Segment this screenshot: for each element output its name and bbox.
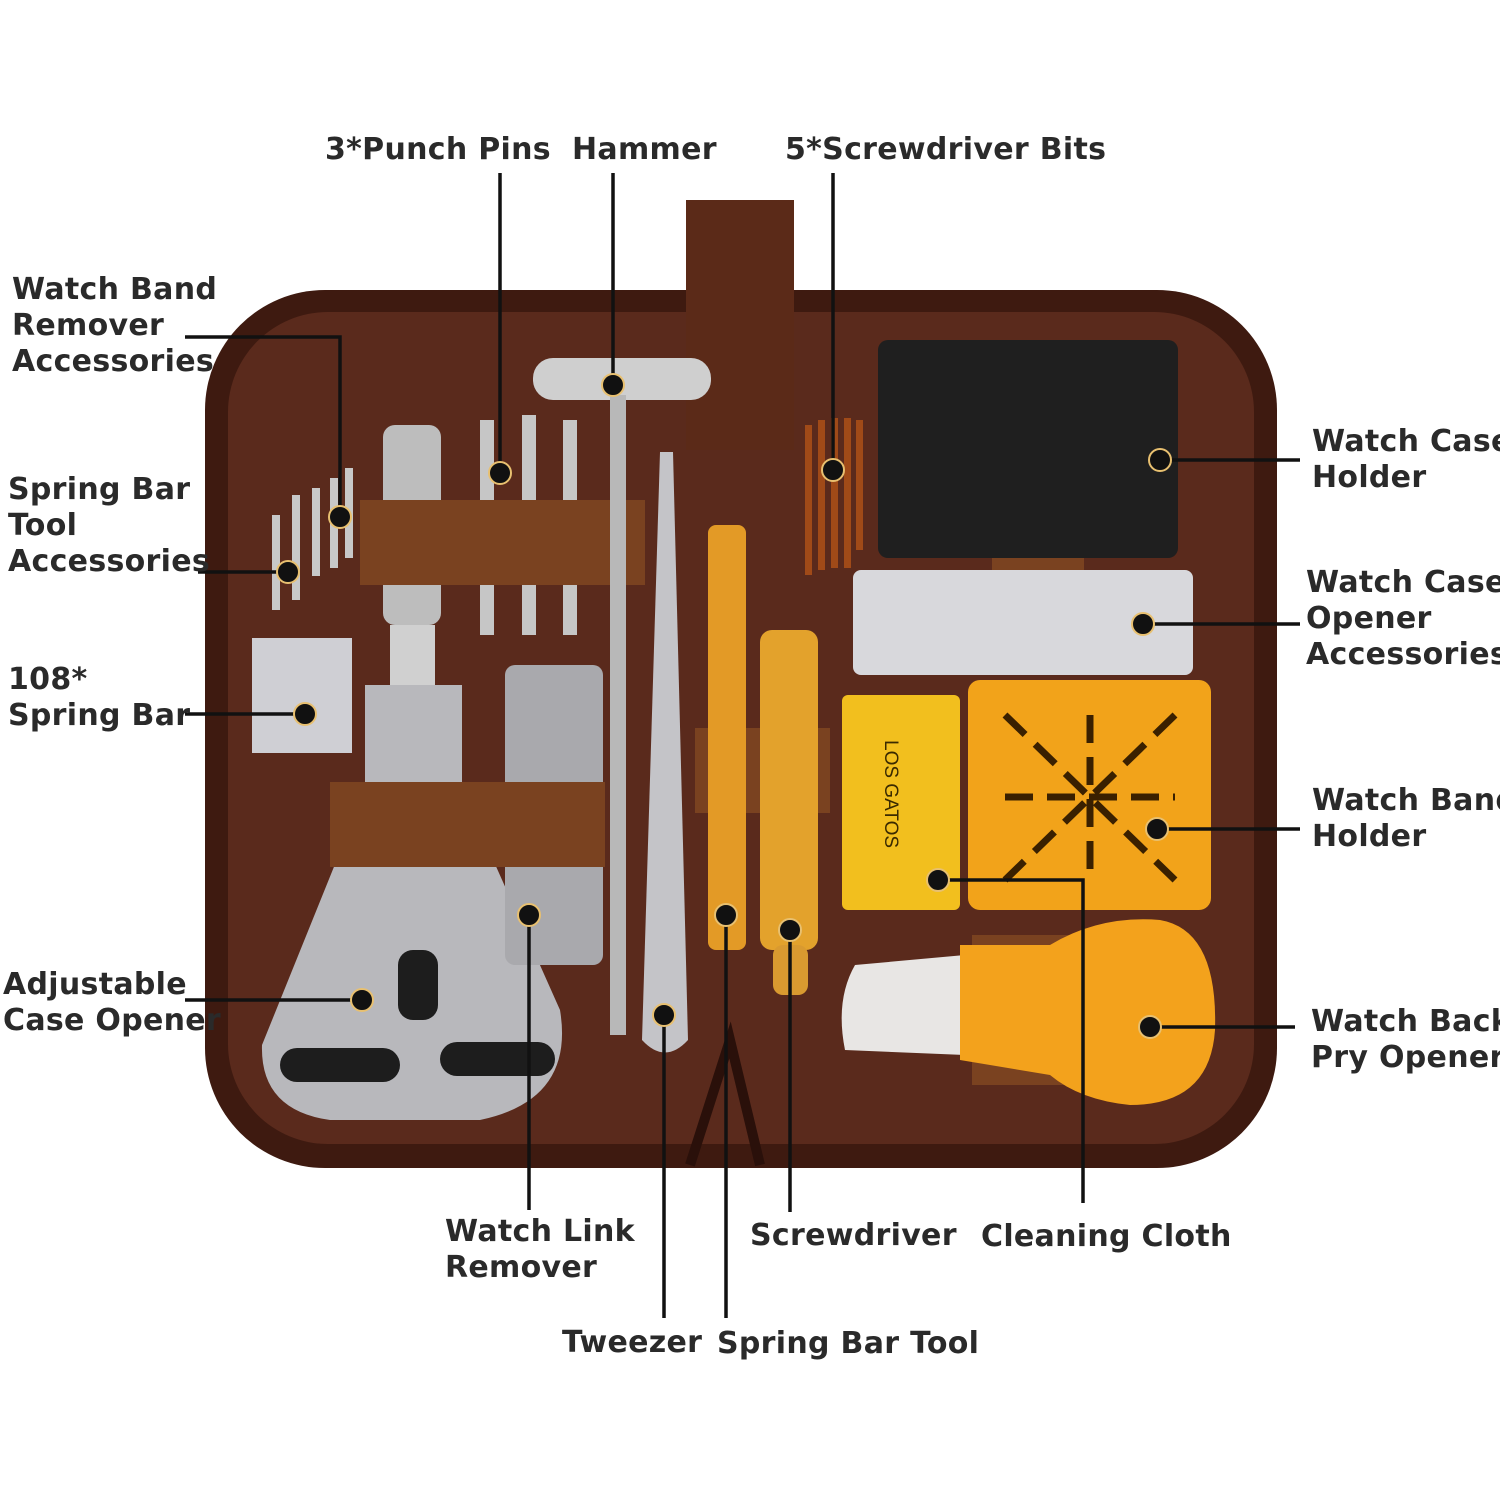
tweezer-shape [642, 452, 688, 1053]
label-spring-bar: 108* Spring Bar [8, 662, 191, 733]
band-holder-grid [1002, 712, 1178, 883]
case-opener-accessories-box [853, 570, 1193, 675]
spring-bar-bag [252, 638, 352, 753]
screwdriver-bits [805, 418, 863, 575]
case-tab [686, 200, 794, 450]
label-punch-pins: 3*Punch Pins [325, 132, 551, 167]
cloth-brand: LOS GATOS [880, 740, 901, 848]
leader-lines [185, 173, 1300, 1318]
label-watch-case-holder: Watch Case Holder [1312, 424, 1500, 495]
case-opener-arm-right [440, 1042, 555, 1076]
cleaning-cloth-shape [842, 695, 960, 910]
label-case-opener-accessories: Watch Case Opener Accessories [1306, 565, 1500, 672]
pry-opener-handle [960, 919, 1216, 1105]
label-adjustable-case-opener: Adjustable Case Opener [3, 967, 222, 1038]
label-link-remover: Watch Link Remover [445, 1214, 635, 1285]
watch-case-holder-shape [878, 340, 1178, 558]
label-hammer: Hammer [572, 132, 717, 167]
label-watch-band-holder: Watch Band Holder [1312, 783, 1500, 854]
spring-bar-tool-shape [708, 525, 746, 950]
label-spring-bar-tool-accessories: Spring Bar Tool Accessories [8, 472, 211, 579]
adjustable-case-opener [261, 685, 563, 1120]
leader-dots [276, 373, 1172, 1039]
label-tweezer: Tweezer [562, 1325, 703, 1360]
label-spring-bar-tool: Spring Bar Tool [717, 1326, 980, 1361]
label-band-remover-accessories: Watch Band Remover Accessories [12, 272, 218, 379]
band-remover-shaft [390, 625, 435, 695]
hammer-handle [610, 395, 626, 1035]
label-screwdriver: Screwdriver [750, 1218, 957, 1253]
pry-opener-blade [841, 955, 965, 1055]
screwdriver-shape [760, 630, 818, 950]
zipper [685, 1021, 765, 1167]
label-cleaning-cloth: Cleaning Cloth [981, 1219, 1232, 1254]
label-back-pry-opener: Watch Back Pry Opener [1311, 1004, 1500, 1075]
label-screwdriver-bits: 5*Screwdriver Bits [785, 132, 1107, 167]
case-opener-arm-left [280, 1048, 400, 1082]
case-opener-knob [398, 950, 438, 1020]
